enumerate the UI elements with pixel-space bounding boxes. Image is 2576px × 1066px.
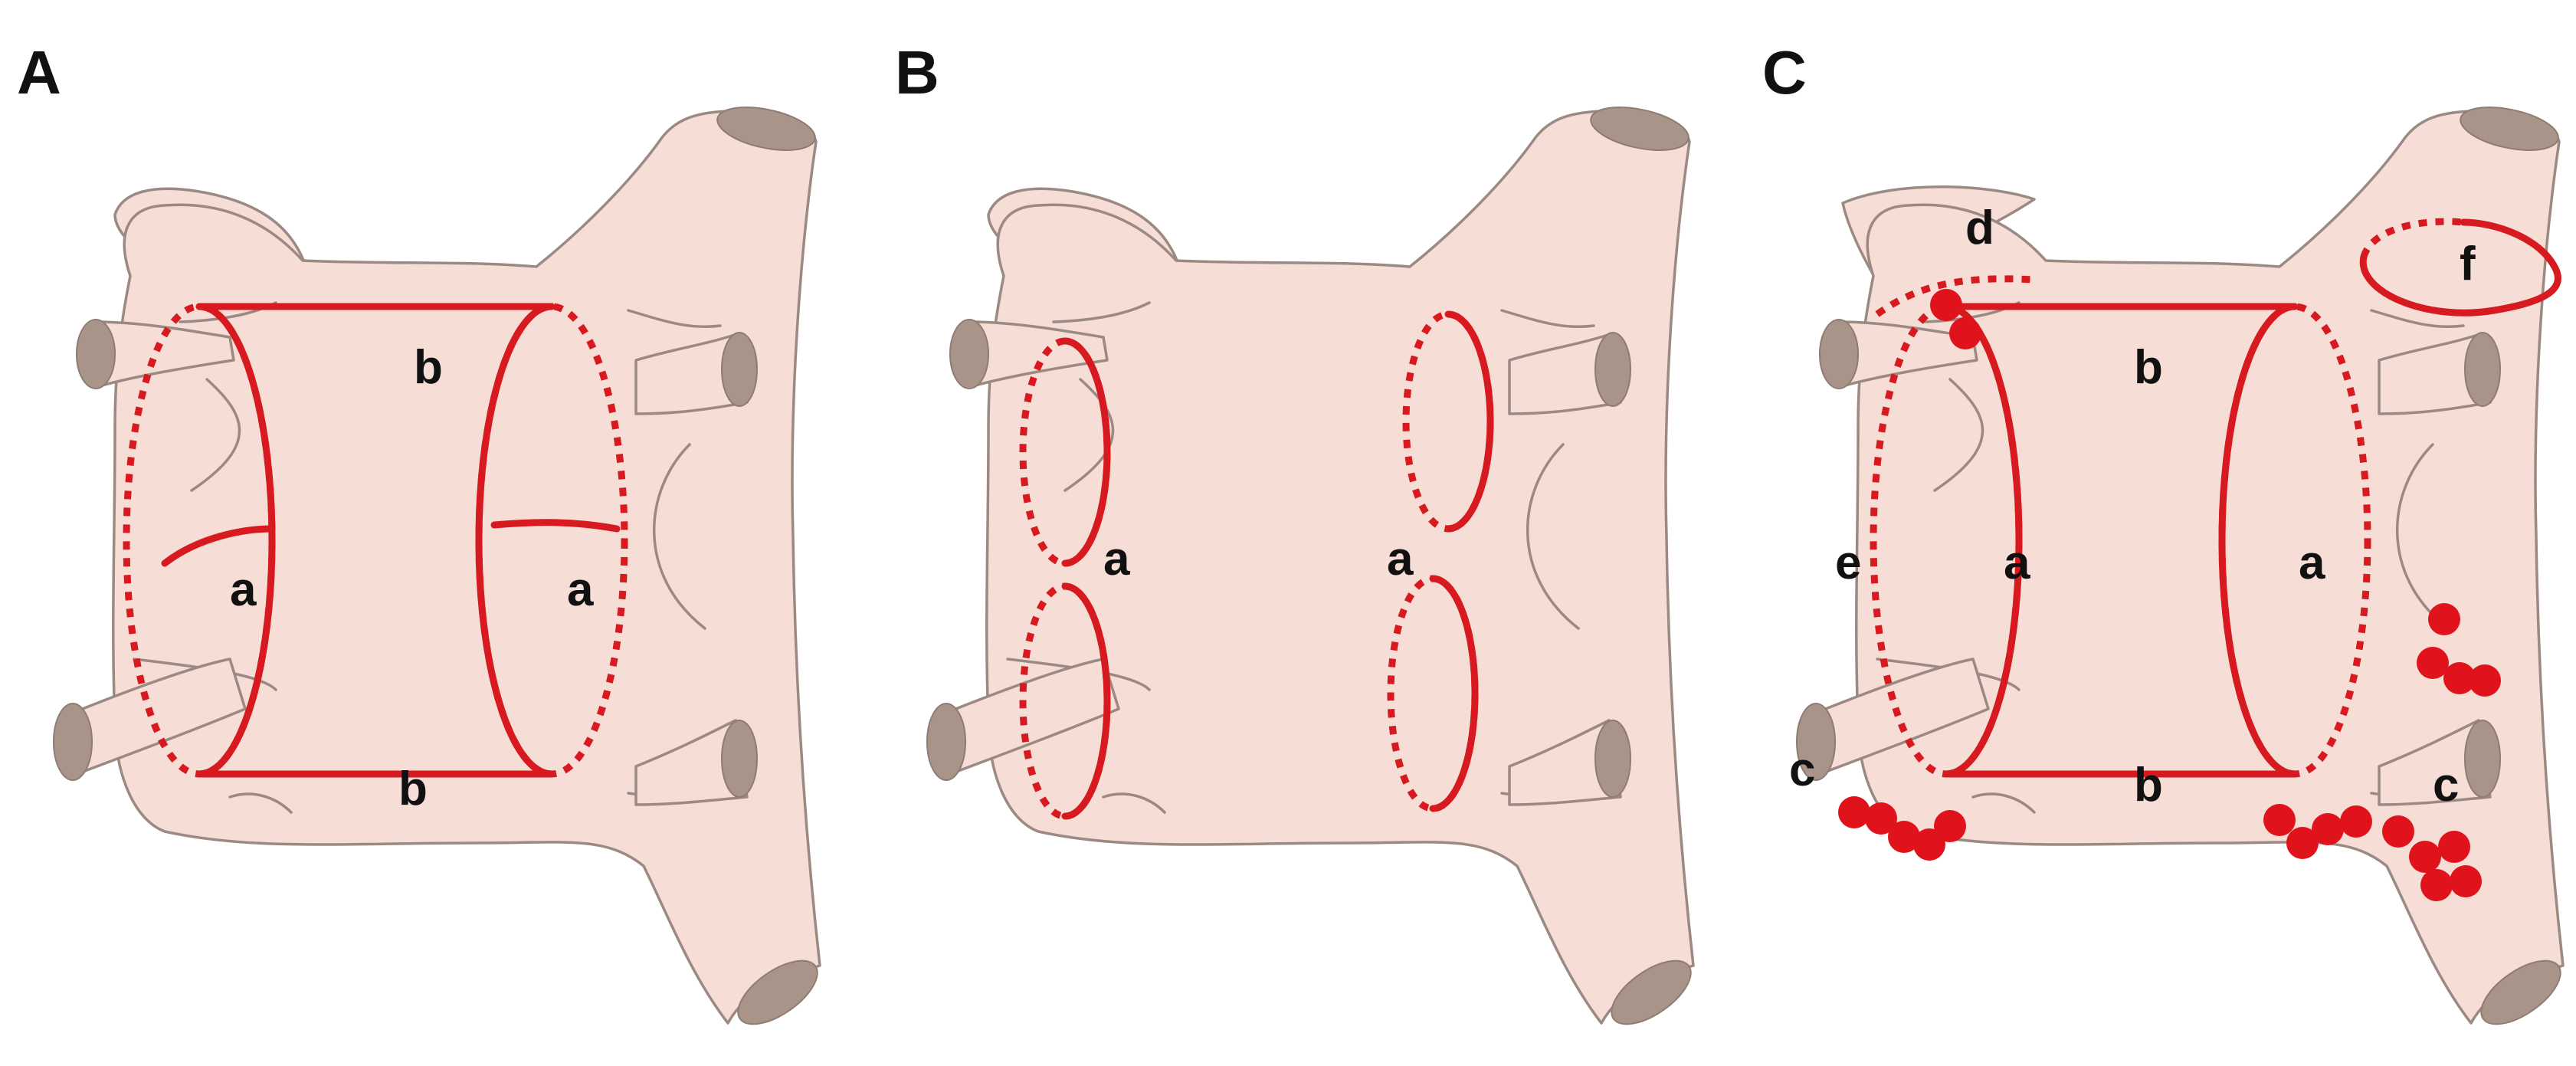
lesion-dot [2409, 841, 2441, 873]
label-d: d [1965, 202, 1994, 254]
lesion-dot [1888, 821, 1920, 853]
lesion-dot [2263, 804, 2296, 836]
lesion-dot [2420, 869, 2453, 901]
label-b-bottom: b [398, 763, 428, 815]
lesion-dot [2438, 831, 2470, 863]
lesion-dot [1934, 810, 1966, 842]
panel-letter-c: C [1762, 38, 1807, 107]
lesion-dot [2312, 813, 2344, 845]
label-e: e [1835, 536, 1861, 589]
panel-c: C d f b e a a c b c [1762, 38, 2572, 1038]
panel-letter-a: A [17, 38, 61, 107]
lesion-dot [1838, 796, 1870, 828]
panel-b: B a a [895, 38, 1703, 1038]
label-a-right: a [2299, 536, 2325, 589]
lesion-dot [2340, 805, 2372, 838]
panel-a: A b a a b [17, 38, 829, 1038]
label-c-left: c [1789, 743, 1815, 796]
lesion-dot [2428, 603, 2460, 635]
label-a-left: a [230, 563, 257, 616]
label-b-top: b [414, 341, 443, 394]
label-a-right: a [1387, 533, 1414, 585]
lesion-dot [1949, 317, 1981, 349]
label-a-left: a [2004, 536, 2030, 589]
label-b-bottom: b [2134, 759, 2163, 812]
lesion-dot [1913, 828, 1945, 861]
label-f: f [2460, 238, 2476, 290]
panel-letter-b: B [895, 38, 939, 107]
lesion-dot [2469, 664, 2501, 697]
lesion-dot [1930, 289, 1962, 321]
lesion-dot [2286, 827, 2319, 859]
lesion-dot [2417, 647, 2449, 679]
label-a-right: a [567, 563, 594, 616]
label-a-left: a [1103, 533, 1130, 585]
label-b-top: b [2134, 341, 2163, 394]
label-c-right: c [2433, 759, 2459, 812]
lesion-dot [2443, 662, 2476, 694]
lesion-dot [1865, 802, 1897, 835]
lesion-dot [2382, 815, 2414, 848]
lesion-dot [2450, 865, 2482, 897]
